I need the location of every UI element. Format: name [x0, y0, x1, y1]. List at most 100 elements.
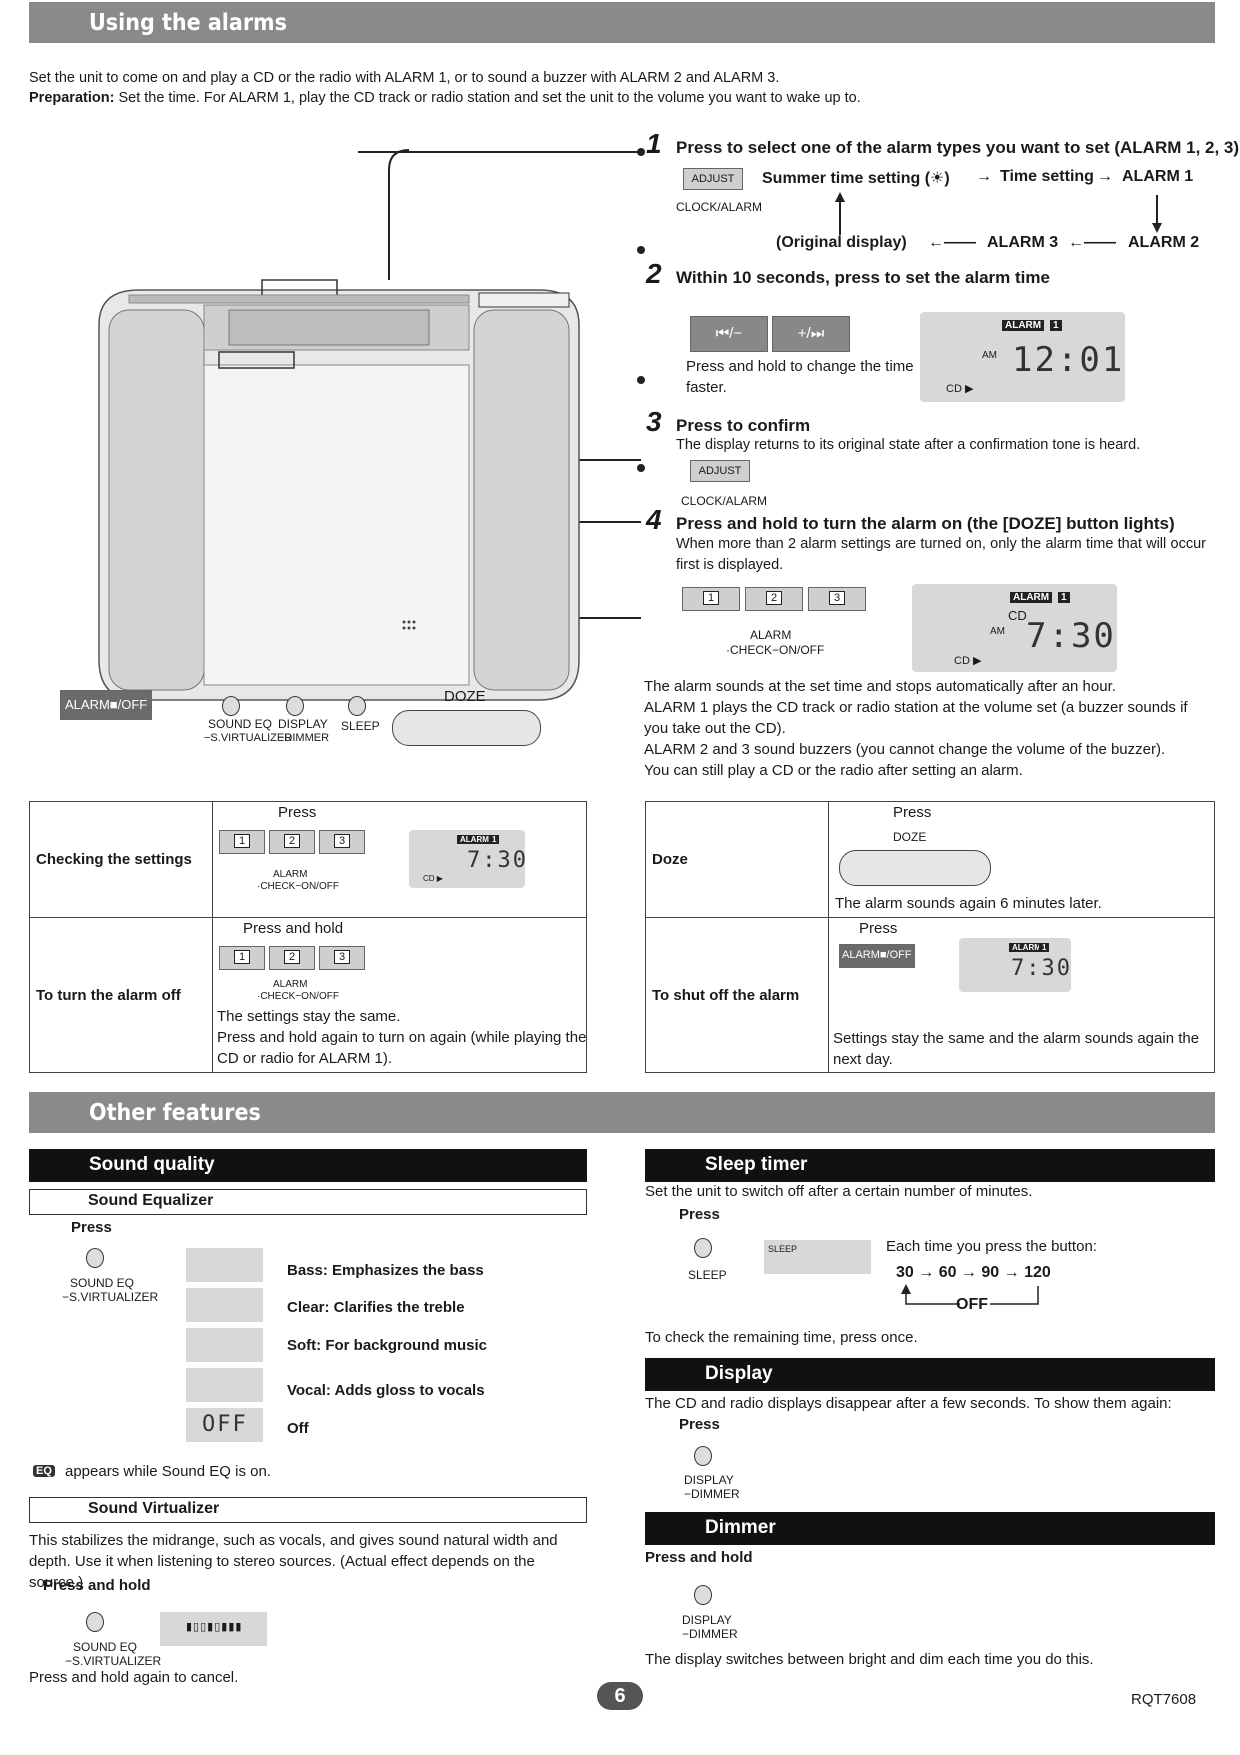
subsection-display: Display: [645, 1358, 1215, 1391]
alarm-off-button[interactable]: ALARM■/OFF: [60, 690, 152, 720]
sleep-off-label: OFF: [956, 1296, 988, 1313]
s-virtualizer-label: −S.VIRTUALIZER: [65, 1654, 162, 1668]
sleep-button[interactable]: [348, 696, 366, 716]
eq-display-vocal: [186, 1368, 263, 1402]
doze-label: DOZE: [444, 688, 486, 705]
lcd-alarm-badge: ALARM: [1002, 320, 1045, 331]
adjust-button-confirm[interactable]: ADJUST: [690, 460, 750, 482]
dimmer-label: −DIMMER: [682, 1627, 738, 1641]
each-time-text: Each time you press the button:: [886, 1238, 1097, 1255]
sound-eq-button[interactable]: [222, 696, 240, 716]
display-button[interactable]: [694, 1446, 712, 1466]
eq-note: appears while Sound EQ is on.: [65, 1463, 271, 1480]
summer-time-end: ): [944, 170, 950, 187]
dimmer-label: −DIMMER: [684, 1487, 740, 1501]
sound-eq-label: SOUND EQ: [70, 1276, 135, 1290]
eq-clear-label: Clear: Clarifies the treble: [287, 1299, 465, 1316]
press-hold-cancel: Press and hold again to cancel.: [29, 1669, 239, 1686]
press-hold-label: Press and hold: [645, 1549, 753, 1566]
step-1-number: 1: [646, 128, 662, 159]
display-button[interactable]: [286, 696, 304, 716]
press-hold-change-note: Press and hold to change the time faster…: [686, 358, 914, 396]
alarm-3-button[interactable]: 3: [319, 946, 365, 970]
subsection-dimmer: Dimmer: [645, 1512, 1215, 1545]
alarm-1-button[interactable]: 1: [219, 946, 265, 970]
row2-text: The settings stay the same. Press and ho…: [217, 1006, 587, 1069]
sleep-label: SLEEP: [688, 1268, 727, 1282]
sleep-label: SLEEP: [341, 719, 380, 733]
arrow-right-icon: →: [976, 168, 992, 185]
press-hold-again-text: Press and hold again to turn on again (w…: [217, 1029, 587, 1067]
alarm-3-button[interactable]: 3: [808, 587, 866, 611]
alarm-2-button[interactable]: 2: [745, 587, 803, 611]
virtualizer-indicator: ▮▯▯▮▯▮▮▮: [186, 1621, 243, 1633]
lcd-time: 7:30: [467, 848, 528, 873]
lcd-alarm-number: 1: [1050, 320, 1062, 331]
alarm-check-label: ALARM: [273, 869, 308, 880]
step-2-title: Within 10 seconds, press to set the alar…: [676, 268, 1050, 287]
sleep-button[interactable]: [694, 1238, 712, 1258]
alarm-2-button[interactable]: 2: [269, 946, 315, 970]
display-label: DISPLAY: [684, 1473, 734, 1487]
dimmer-label: −DIMMER: [278, 732, 330, 744]
sound-eq-header: Sound Equalizer: [29, 1189, 587, 1215]
alarm-note: ALARM 1 plays the CD track or radio stat…: [644, 699, 1188, 737]
sound-eq-label: SOUND EQ: [208, 717, 273, 731]
doze-button[interactable]: [839, 850, 991, 886]
subsection-sound-quality: Sound quality: [29, 1149, 587, 1182]
alarms-intro: Set the unit to come on and play a CD or…: [29, 70, 780, 86]
display-button[interactable]: [694, 1585, 712, 1605]
btn1-label: 1: [703, 591, 719, 605]
original-display-label: (Original display): [776, 234, 907, 251]
eq-display-clear: [186, 1288, 263, 1322]
doze-label-small: DOZE: [893, 830, 927, 844]
shutoff-result-text: Settings stay the same and the alarm sou…: [833, 1030, 1200, 1068]
eq-vocal-label: Vocal: Adds gloss to vocals: [287, 1382, 485, 1399]
action-press-hold: Press and hold: [243, 920, 344, 937]
alarm-note: You can still play a CD or the radio aft…: [644, 762, 1023, 779]
adjust-button[interactable]: ADJUST: [683, 168, 743, 190]
alarm-1-button[interactable]: 1: [219, 830, 265, 854]
lcd-cd-indicator: CD ▶: [954, 655, 982, 667]
settings-same-text: The settings stay the same.: [217, 1008, 401, 1025]
step-1-title: Press to select one of the alarm types y…: [676, 138, 1240, 157]
alarm-3-button[interactable]: 3: [319, 830, 365, 854]
alarm-2-button[interactable]: 2: [269, 830, 315, 854]
sound-eq-button[interactable]: [86, 1612, 104, 1632]
step-4-title: Press and hold to turn the alarm on (the…: [676, 514, 1175, 533]
action-press: Press: [859, 920, 898, 937]
sound-eq-label: SOUND EQ: [73, 1640, 138, 1654]
prep-text: Set the time. For ALARM 1, play the CD t…: [118, 90, 861, 106]
alarm-1-button[interactable]: 1: [682, 587, 740, 611]
lcd-display-step2: ALARM 1 AM 12:01 CD ▶: [920, 312, 1125, 402]
plus-next-button[interactable]: +/⏭: [772, 316, 850, 352]
lcd-alarm-number: 1: [1039, 943, 1050, 952]
btn2-label: 2: [284, 834, 300, 848]
sound-eq-button[interactable]: [86, 1248, 104, 1268]
eq-bass-label: Bass: Emphasizes the bass: [287, 1262, 484, 1279]
cycle-arrows: [835, 192, 1162, 235]
row-checking-label: Checking the settings: [29, 801, 213, 918]
alarm-note: The alarm sounds at the set time and sto…: [644, 678, 1116, 695]
doze-button[interactable]: [392, 710, 541, 746]
btn3-label: 3: [334, 950, 350, 964]
device-illustration: [98, 148, 645, 701]
alarm-off-button[interactable]: ALARM■/OFF: [839, 944, 915, 968]
lcd-time: 7:30: [1026, 616, 1116, 656]
summer-time-text: Summer time setting (: [762, 170, 931, 187]
eq-off-display: OFF: [202, 1412, 248, 1437]
btn1-label: 1: [234, 950, 250, 964]
lcd-cd-top: CD: [1008, 608, 1027, 623]
check-onoff-label: ·CHECK−ON/OFF: [257, 881, 339, 892]
step-2-number: 2: [646, 258, 662, 289]
alarm-notes: The alarm sounds at the set time and sto…: [644, 676, 1210, 781]
eq-display-bass: [186, 1248, 263, 1282]
eq-display-off: OFF: [186, 1408, 263, 1442]
virtualizer-display: ▮▯▯▮▯▮▮▮: [160, 1612, 267, 1646]
prev-minus-button[interactable]: ⏮/−: [690, 316, 768, 352]
arrow-left-icon: ←——: [1068, 234, 1116, 251]
lcd-alarm-number: 1: [489, 835, 500, 844]
lcd-time: 12:01: [1012, 340, 1125, 380]
sleep-30: 30: [896, 1264, 914, 1281]
action-press: Press: [893, 804, 932, 821]
